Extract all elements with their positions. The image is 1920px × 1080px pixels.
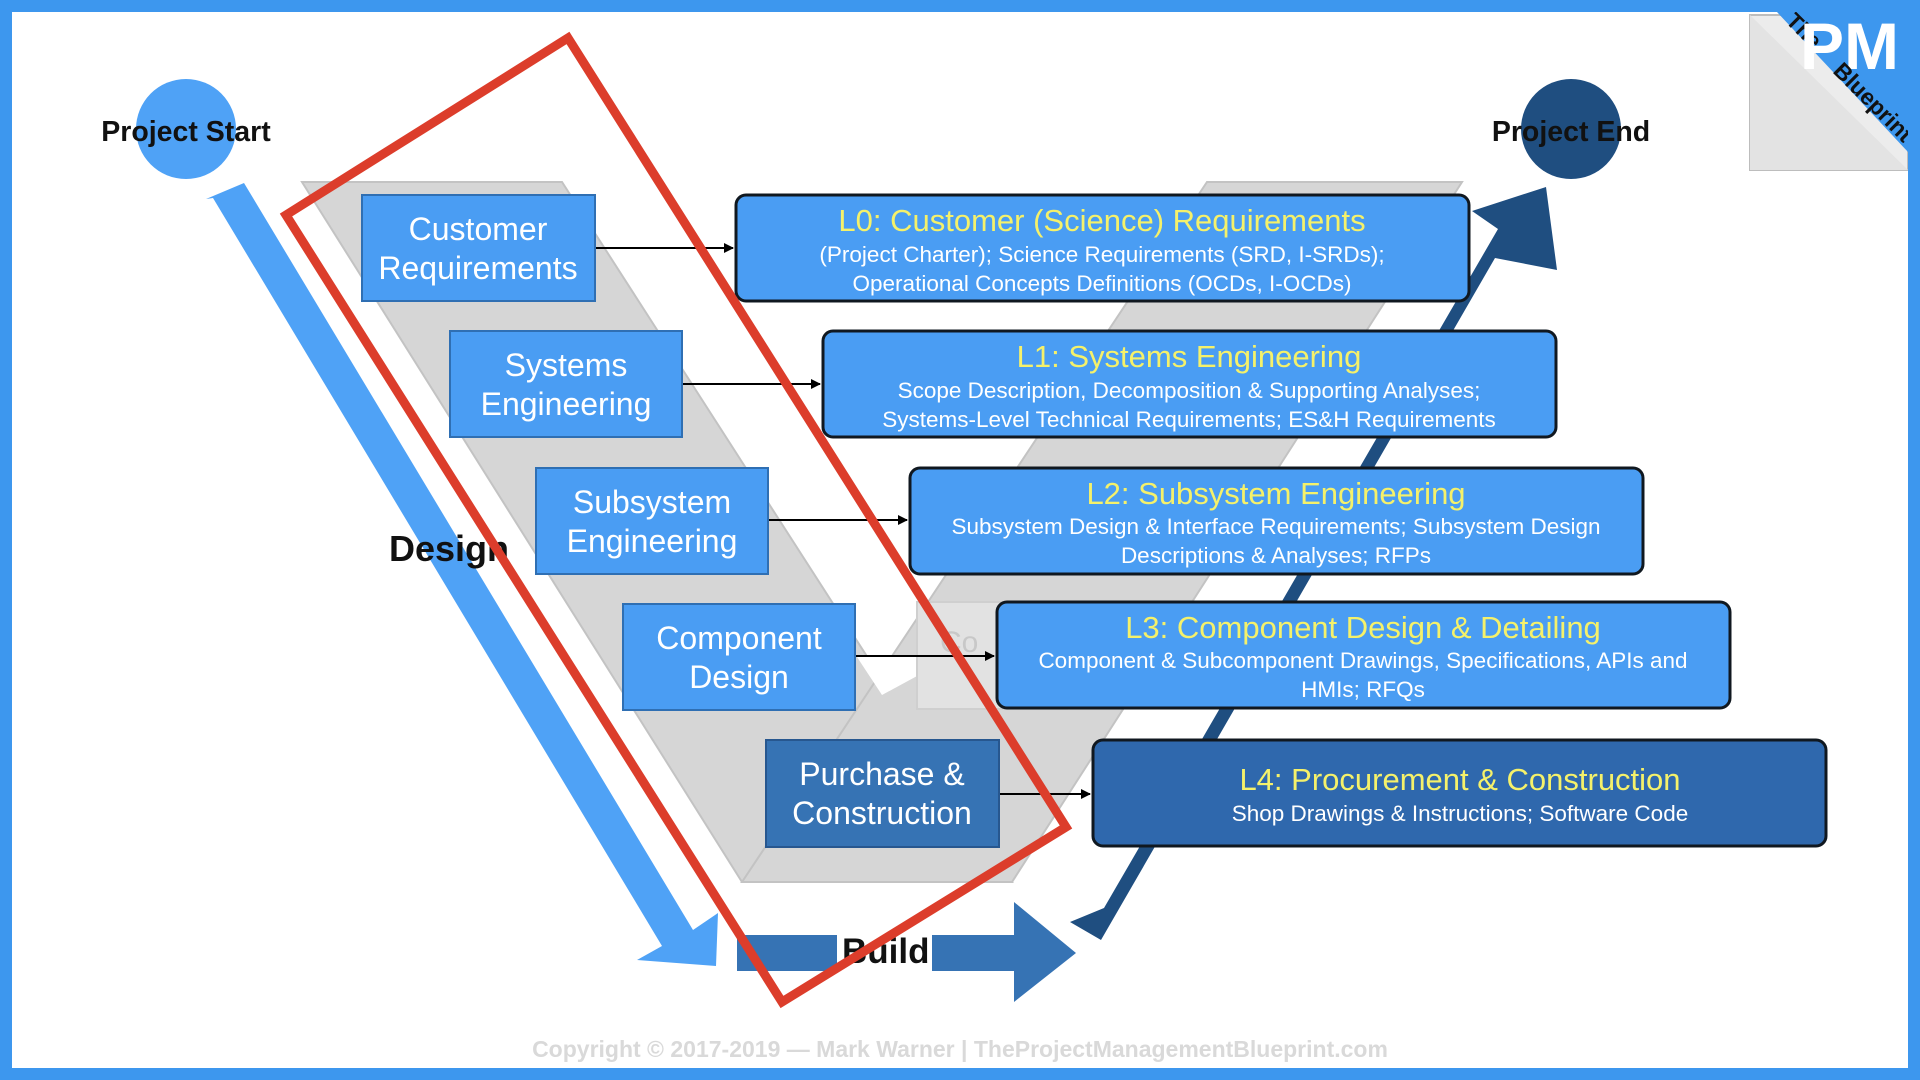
level-box-l0: L0: Customer (Science) Requirements (Pro…: [734, 193, 1471, 303]
design-box-subsystem-engineering: Subsystem Engineering: [535, 467, 769, 575]
design-box-line2: Construction: [792, 795, 972, 831]
level-title: L1: Systems Engineering: [1017, 339, 1362, 374]
level-desc-line2: Descriptions & Analyses; RFPs: [1121, 543, 1431, 568]
design-box-line1: Purchase &: [799, 756, 964, 792]
level-title: L4: Procurement & Construction: [1239, 762, 1680, 797]
build-arrow-head: [932, 902, 1076, 1002]
design-box-line1: Subsystem: [573, 484, 731, 520]
logo-pm: PM: [1800, 12, 1899, 83]
level-desc-line2: Systems-Level Technical Requirements; ES…: [882, 407, 1496, 432]
design-box-line2: Design: [689, 659, 789, 695]
level-desc-line2: Operational Concepts Definitions (OCDs, …: [853, 271, 1352, 296]
level-title: L0: Customer (Science) Requirements: [838, 203, 1365, 238]
level-title: L3: Component Design & Detailing: [1125, 610, 1601, 645]
level-desc-line1: Subsystem Design & Interface Requirement…: [951, 514, 1600, 539]
level-box-l4: L4: Procurement & Construction Shop Draw…: [1091, 738, 1828, 848]
design-box-purchase-construction: Purchase & Construction: [765, 739, 1000, 848]
project-end-circle: [1521, 79, 1621, 179]
design-box-customer-requirements: Customer Requirements: [361, 194, 596, 302]
design-box-line2: Engineering: [481, 386, 652, 422]
slide-canvas: Co Design Build Project Start Project En…: [12, 12, 1908, 1068]
design-box-systems-engineering: Systems Engineering: [449, 330, 683, 438]
design-box-line1: Customer: [409, 211, 548, 247]
level-title: L2: Subsystem Engineering: [1086, 476, 1465, 511]
level-desc-line1: Scope Description, Decomposition & Suppo…: [898, 378, 1481, 403]
design-phase-highlight: [279, 31, 1073, 1009]
copyright-text: Copyright © 2017-2019 — Mark Warner | Th…: [532, 1036, 1388, 1062]
level-box-l3: L3: Component Design & Detailing Compone…: [995, 600, 1732, 710]
design-box-line2: Engineering: [567, 523, 738, 559]
level-desc-line1: Component & Subcomponent Drawings, Speci…: [1038, 648, 1687, 673]
design-box-line1: Component: [656, 620, 822, 656]
level-box-l2: L2: Subsystem Engineering Subsystem Desi…: [908, 466, 1645, 576]
project-start-circle: [136, 79, 236, 179]
design-arrow: [206, 183, 718, 966]
design-box-line1: Systems: [505, 347, 628, 383]
design-box-component-design: Component Design: [622, 603, 856, 711]
level-desc-line1: Shop Drawings & Instructions; Software C…: [1232, 801, 1688, 826]
level-box-l1: L1: Systems Engineering Scope Descriptio…: [821, 329, 1558, 439]
pm-blueprint-logo: The PM Blueprint: [1749, 12, 1908, 171]
design-box-line2: Requirements: [378, 250, 577, 286]
level-desc-line2: HMIs; RFQs: [1301, 677, 1425, 702]
project-start-label: Project Start: [101, 116, 271, 148]
project-end-label: Project End: [1492, 116, 1650, 148]
level-desc-line1: (Project Charter); Science Requirements …: [819, 242, 1384, 267]
